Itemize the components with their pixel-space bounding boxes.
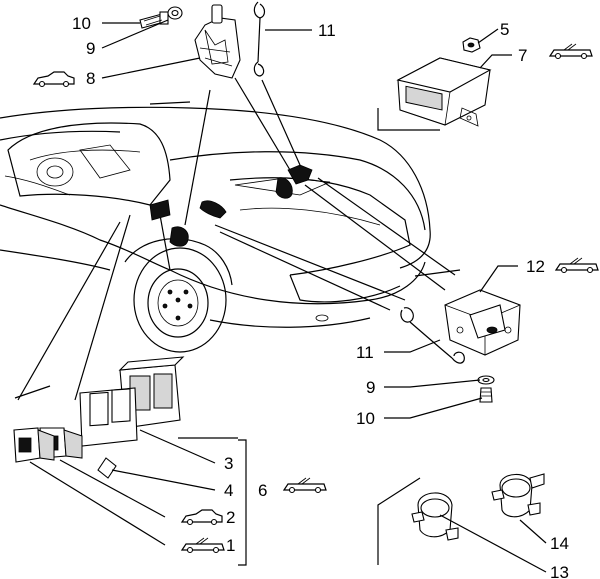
control-unit-frame	[377, 108, 440, 131]
callout-2: 2	[226, 508, 235, 527]
callout-1: 1	[226, 536, 235, 555]
callout-7: 7	[518, 46, 527, 65]
leader-lines	[14, 77, 461, 401]
callout-5: 5	[500, 20, 509, 39]
callout-11-bottom: 11	[356, 343, 374, 362]
car-convertible-icon	[548, 43, 593, 60]
car-hardtop-icon	[32, 71, 75, 88]
car-convertible-icon	[282, 477, 327, 494]
clamp-part-14	[491, 473, 545, 518]
clamp-frame	[377, 477, 421, 565]
callout-6: 6	[258, 481, 267, 500]
callout-14: 14	[550, 534, 569, 553]
clamp-part-13	[411, 492, 459, 541]
washer-part-9-top	[167, 6, 183, 20]
clip-part-4	[97, 457, 117, 479]
callout-4: 4	[224, 481, 233, 500]
car-mounted-parts	[149, 164, 313, 247]
bolt-part-10-bottom	[479, 387, 493, 403]
switch-part-1	[13, 427, 55, 463]
callout-13: 13	[550, 563, 569, 579]
switch-frame-part-3	[79, 387, 138, 447]
bracket-part-12	[444, 289, 521, 356]
group-bracket-6	[238, 439, 247, 566]
cable-part-11-top	[253, 1, 266, 77]
callout-10-bottom: 10	[356, 409, 375, 428]
callout-9-top: 9	[86, 39, 95, 58]
washer-part-9-bottom	[477, 375, 495, 385]
control-unit-part-7	[396, 57, 492, 127]
callout-9-bottom: 9	[366, 378, 375, 397]
callout-12: 12	[526, 257, 545, 276]
callout-8: 8	[86, 69, 95, 88]
callout-10-top: 10	[72, 14, 91, 33]
callout-leaders	[29, 19, 547, 573]
callout-3: 3	[224, 454, 233, 473]
nut-part-5	[462, 37, 481, 53]
bracket-part-8	[194, 4, 241, 79]
car-body-illustration	[0, 106, 431, 353]
car-hardtop-icon	[180, 509, 223, 526]
callout-11-top: 11	[318, 21, 336, 40]
car-convertible-icon	[180, 537, 225, 554]
cable-part-11-bottom	[400, 307, 465, 364]
car-convertible-icon	[554, 257, 599, 274]
